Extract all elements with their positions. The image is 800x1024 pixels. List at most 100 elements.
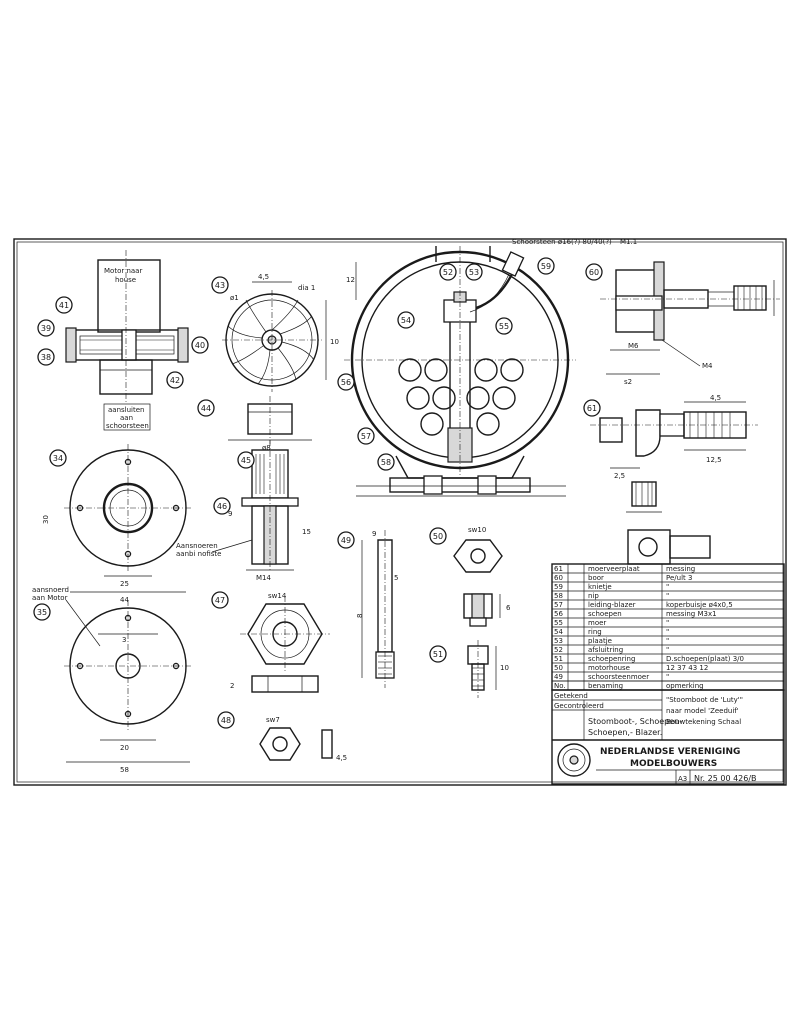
parts-cell-name: nip — [588, 592, 599, 600]
parts-cell-material: messing — [666, 565, 695, 573]
title-model-1: "Stoomboot de 'Luty'" — [666, 696, 743, 704]
parts-cell-no: 49 — [554, 673, 563, 681]
parts-cell-name: afsluitring — [588, 646, 623, 654]
parts-cell-material: 12 37 43 12 — [666, 664, 708, 672]
motor-label-line2: house — [115, 276, 136, 284]
balloon-55: 55 — [495, 317, 513, 335]
hex-nut-small: sw7 4,5 — [259, 716, 347, 762]
note-aansluiten-1: aansluiten — [108, 406, 144, 414]
parts-cell-name: schoepen — [588, 610, 622, 618]
threaded-stud: 10 — [467, 640, 509, 698]
motor-housing-section: Motor naar house aansluiten aan schoorst… — [65, 250, 189, 431]
dim-elbow-1: 4,5 — [710, 394, 721, 402]
dim-elbow-3: 2,5 — [614, 472, 625, 480]
dim-impeller-height: 10 — [330, 338, 339, 346]
dim-shaft-thread: M14 — [256, 574, 271, 582]
dim-impeller-dia: dia 1 — [298, 284, 315, 292]
svg-text:40: 40 — [195, 341, 205, 350]
parts-cell-name: motorhouse — [588, 664, 630, 672]
round-plate-lower: 3 20 58 aansnoerd aan Motor — [32, 586, 192, 774]
round-plate-upper: 25 44 30 — [42, 444, 192, 604]
parts-cell-material: " — [666, 646, 669, 654]
parts-cell-material: " — [666, 628, 669, 636]
dim-plate-inner: 25 — [120, 580, 129, 588]
balloon-49: 49 — [337, 531, 355, 549]
parts-cell-material: Pe/ult 3 — [666, 574, 692, 582]
title-block: Getekend Gecontroleerd Stoomboot-, Schoe… — [551, 689, 785, 785]
title-model-3: Bouwtekening Schaal — [666, 718, 741, 726]
label-getekend: Getekend — [554, 692, 588, 700]
parts-cell-material: " — [666, 583, 669, 591]
dim-impeller-hole: ø1 — [230, 294, 239, 302]
parts-cell-name: knietje — [588, 583, 612, 591]
balloon-44: 44 — [197, 399, 215, 417]
svg-text:59: 59 — [541, 262, 551, 271]
parts-cell-no: 57 — [554, 601, 563, 609]
svg-text:55: 55 — [499, 322, 509, 331]
parts-cell-material: " — [666, 637, 669, 645]
parts-cell-material: koperbuisje ø4x0,5 — [666, 601, 733, 609]
balloon-35: 35 — [33, 603, 51, 621]
parts-cell-no: 55 — [554, 619, 563, 627]
balloon-38: 38 — [37, 348, 55, 366]
svg-text:47: 47 — [215, 596, 225, 605]
parts-cell-no: 58 — [554, 592, 563, 600]
dim-nozzle-3: M4 — [702, 362, 713, 370]
parts-cell-name: ring — [588, 628, 602, 636]
elbow-nipple-detail: 4,5 12,5 2,5 — [590, 394, 758, 480]
dim-pin-top: 9 — [372, 530, 376, 538]
svg-text:35: 35 — [37, 608, 47, 617]
balloon-42: 42 — [166, 371, 184, 389]
parts-cell-no: 56 — [554, 610, 563, 618]
sheet-size: A3 — [678, 775, 687, 783]
boiler-front-view: Schoorsteen ø16(?) 80/40(?) M1.1 12 — [344, 238, 637, 497]
dim-lower-plate-1: 3 — [122, 636, 126, 644]
parts-cell-name: boor — [588, 574, 604, 582]
parts-cell-no: 50 — [554, 664, 563, 672]
balloon-34: 34 — [49, 449, 67, 467]
svg-text:42: 42 — [170, 376, 180, 385]
blower-shaft-part: 9 15 M14 Aansnoeren aanbi nofiste — [176, 440, 311, 582]
motor-label-line1: Motor naar — [104, 267, 142, 275]
balloon-54: 54 — [397, 311, 415, 329]
org-name-line1: NEDERLANDSE VERENIGING — [600, 747, 740, 757]
parts-cell-name: leiding-blazer — [588, 601, 636, 609]
dim-nut-height: 2 — [230, 682, 234, 690]
svg-text:48: 48 — [221, 716, 231, 725]
balloon-51: 51 — [429, 645, 447, 663]
dim-nozzle-2: s2 — [624, 378, 632, 386]
dim-elbow-2: 12,5 — [706, 456, 722, 464]
parts-cell-no: 61 — [554, 565, 563, 573]
balloon-41: 41 — [55, 296, 73, 314]
dim-shaft-1: 9 — [228, 510, 232, 518]
long-tapered-pin: 8 5 9 — [356, 530, 398, 688]
svg-text:39: 39 — [41, 324, 51, 333]
dim-nozzle-1: M6 — [628, 342, 639, 350]
svg-text:44: 44 — [201, 404, 211, 413]
parts-header-no: No. — [554, 682, 566, 690]
blower-impeller-view: 4,5 ø1 dia 1 10 — [222, 273, 339, 392]
svg-text:58: 58 — [381, 458, 391, 467]
parts-cell-no: 51 — [554, 655, 563, 663]
balloon-47: 47 — [211, 591, 229, 609]
parts-cell-name: schoepenring — [588, 655, 635, 663]
parts-cell-material: D.schoepen(plaat) 3/0 — [666, 655, 744, 663]
dim-pin-length: 8 — [356, 614, 364, 618]
note-aansnoerd-1: aansnoerd — [32, 586, 69, 594]
hex-nut-large: sw14 2 — [230, 592, 330, 693]
dim-plate-outer: 44 — [120, 596, 129, 604]
top-thread-note: M1.1 — [620, 238, 637, 246]
parts-cell-no: 54 — [554, 628, 563, 636]
parts-cell-material: messing M3x1 — [666, 610, 717, 618]
drawing-number: Nr. 25 00 426/B — [694, 774, 757, 783]
label-gecontroleerd: Gecontroleerd — [554, 702, 604, 710]
balloon-60: 60 — [585, 263, 603, 281]
parts-cell-material: " — [666, 673, 669, 681]
svg-text:54: 54 — [401, 316, 411, 325]
svg-text:53: 53 — [469, 268, 479, 277]
svg-text:49: 49 — [341, 536, 351, 545]
svg-text:52: 52 — [443, 268, 453, 277]
balloon-53: 53 — [465, 263, 483, 281]
balloon-45: 45 — [237, 451, 255, 469]
